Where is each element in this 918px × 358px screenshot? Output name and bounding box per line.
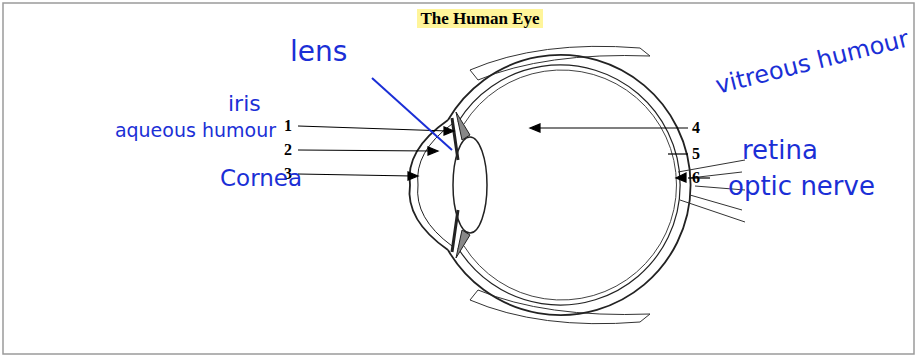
- choroid: [458, 65, 680, 305]
- part-label: Cornea: [220, 167, 302, 190]
- callout-arrows: [298, 124, 710, 182]
- leader-line: [372, 78, 452, 150]
- part-label: lens: [290, 38, 347, 66]
- part-label: iris: [228, 93, 261, 115]
- cornea: [409, 120, 448, 250]
- diagram-title: The Human Eye: [417, 9, 542, 28]
- cornea-inner: [418, 124, 452, 246]
- callout-number: 2: [284, 142, 292, 158]
- muscle: [470, 46, 650, 80]
- callout-number: 1: [284, 118, 292, 134]
- lens-shape: [453, 137, 487, 233]
- callout-number: 5: [692, 146, 700, 162]
- callout-number: 4: [692, 120, 700, 136]
- muscle: [470, 290, 650, 324]
- sclera: [448, 55, 691, 315]
- frame: [3, 3, 914, 354]
- part-label: retina: [742, 137, 818, 163]
- part-label: optic nerve: [728, 173, 875, 199]
- part-label: aqueous humour: [115, 121, 276, 140]
- callout-number: 6: [692, 170, 700, 186]
- part-label: vitreous humour: [713, 26, 911, 97]
- ciliary-body: [456, 112, 470, 258]
- retina-layer: [464, 70, 676, 300]
